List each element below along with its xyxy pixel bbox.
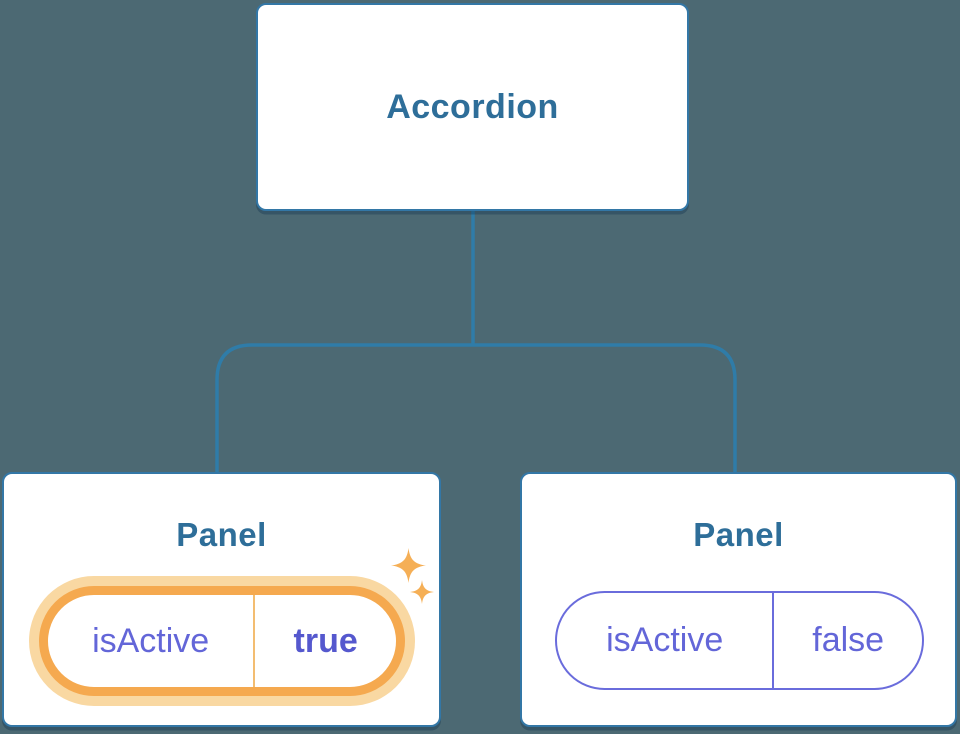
sparkle-icon <box>410 580 434 604</box>
state-value-label: true <box>293 621 358 660</box>
state-value-label: false <box>812 621 885 659</box>
connector-branches <box>215 343 737 473</box>
pill-divider <box>772 593 775 688</box>
state-pill-active: isActive true <box>39 586 405 696</box>
panel-inactive-title: Panel <box>693 516 784 553</box>
state-pill-inactive: isActive false <box>555 591 924 690</box>
accordion-node-label: Accordion <box>386 87 559 126</box>
state-key-label: isActive <box>92 621 210 660</box>
pill-divider <box>253 595 256 687</box>
panel-node-inactive: Panel isActive false <box>520 472 957 727</box>
state-key-label: isActive <box>606 621 724 659</box>
sparkle-icon <box>391 548 426 583</box>
panel-node-active: Panel isActive true <box>2 472 441 727</box>
accordion-node: Accordion <box>256 3 689 211</box>
panel-active-title: Panel <box>176 516 267 553</box>
